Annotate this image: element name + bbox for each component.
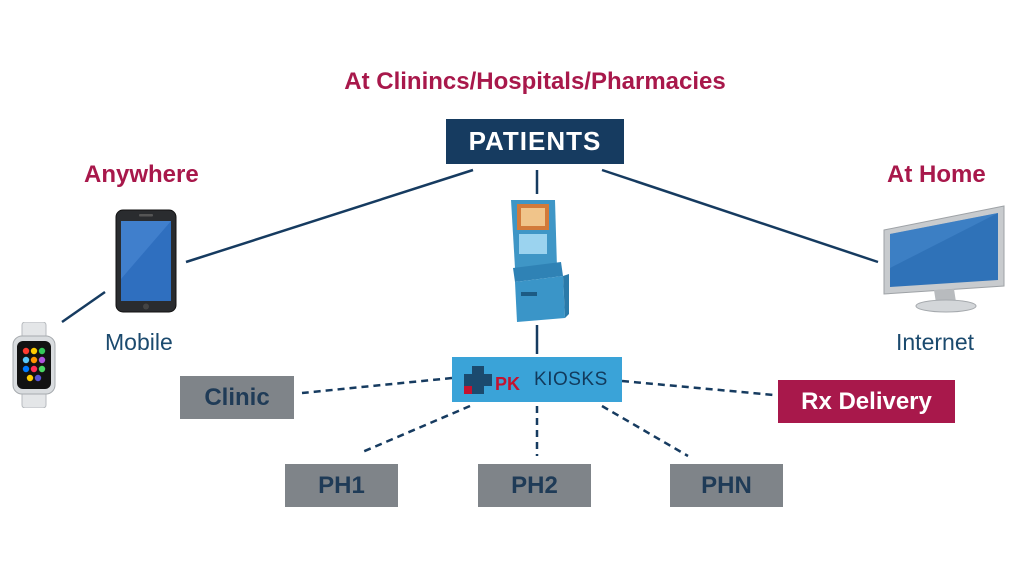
phn-label: PHN — [701, 471, 752, 499]
line-kiosk-rx — [621, 379, 775, 397]
ph2-box: PH2 — [478, 464, 591, 507]
ph1-box: PH1 — [285, 464, 398, 507]
rx-delivery-label: Rx Delivery — [801, 387, 932, 415]
line-kiosk-phn — [601, 404, 689, 458]
internet-caption: Internet — [896, 329, 974, 355]
line-patients-internet — [601, 168, 879, 264]
kiosks-box: PK KIOSKS — [452, 357, 622, 402]
heading-top: At Clinincs/Hospitals/Pharmacies — [344, 68, 726, 95]
line-kiosk-clinic — [301, 376, 453, 395]
ph1-label: PH1 — [318, 471, 365, 499]
patients-box: PATIENTS — [446, 119, 624, 164]
rx-delivery-box: Rx Delivery — [778, 380, 955, 423]
smartwatch-icon — [12, 322, 56, 408]
patients-label: PATIENTS — [468, 126, 602, 156]
desktop-monitor-icon — [883, 205, 1005, 313]
smartphone-icon — [115, 209, 177, 313]
heading-at-home: At Home — [887, 161, 986, 188]
line-mobile-watch — [61, 290, 106, 324]
mobile-caption: Mobile — [105, 329, 173, 355]
heading-anywhere: Anywhere — [84, 161, 199, 188]
line-patients-mobile — [185, 168, 474, 264]
clinic-label: Clinic — [204, 383, 270, 411]
kiosks-label: KIOSKS — [534, 368, 608, 390]
kiosk-machine-icon — [511, 200, 569, 322]
ph2-label: PH2 — [511, 471, 558, 499]
pk-logo-icon — [464, 365, 492, 394]
phn-box: PHN — [670, 464, 783, 507]
clinic-box: Clinic — [180, 376, 294, 419]
line-kiosk-ph1 — [359, 404, 471, 455]
pk-logo-text: PK — [495, 374, 521, 394]
